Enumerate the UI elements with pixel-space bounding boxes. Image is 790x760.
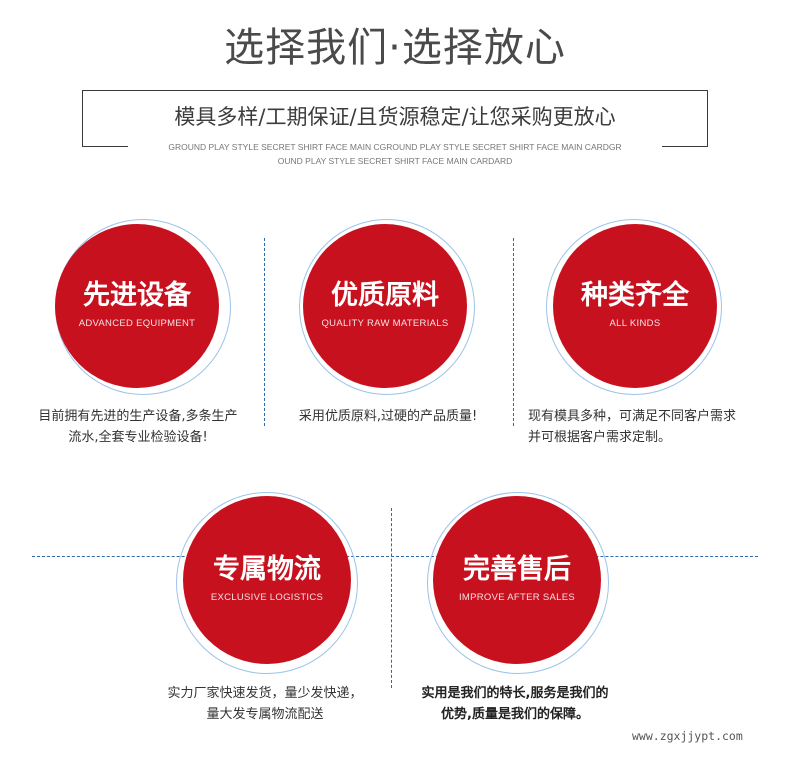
feature-description: 目前拥有先进的生产设备,多条生产 流水,全套专业检验设备! — [22, 406, 254, 448]
description-line: 并可根据客户需求定制。 — [528, 430, 672, 445]
description-line: 实用是我们的特长,服务是我们的 — [421, 686, 609, 701]
frame-divider-left — [82, 146, 128, 147]
description-line: 目前拥有先进的生产设备,多条生产 — [38, 409, 238, 424]
description-line: 采用优质原料,过硬的产品质量! — [298, 409, 478, 424]
feature-description: 采用优质原料,过硬的产品质量! — [270, 406, 506, 427]
description-line: 流水,全套专业检验设备! — [68, 430, 208, 445]
feature-title-en: IMPROVE AFTER SALES — [458, 591, 576, 603]
feature-description: 实用是我们的特长,服务是我们的 优势,质量是我们的保障。 — [400, 683, 630, 725]
feature-description: 实力厂家快速发货，量少发快递， 量大发专属物流配送 — [150, 683, 380, 725]
feature-advanced-equipment: 先进设备 ADVANCED EQUIPMENT — [55, 224, 219, 388]
divider-horizontal — [32, 556, 758, 557]
feature-title-cn: 完善售后 — [463, 553, 571, 585]
feature-title-en: ALL KINDS — [609, 317, 661, 329]
feature-title-cn: 先进设备 — [83, 279, 191, 311]
subtitle-frame — [82, 90, 708, 147]
frame-divider-right — [662, 146, 708, 147]
watermark: www.zgxjjypt.com — [632, 729, 743, 743]
feature-exclusive-logistics: 专属物流 EXCLUSIVE LOGISTICS — [183, 496, 351, 664]
feature-ring — [176, 492, 358, 674]
subtitle: 模具多样/工期保证/且货源稳定/让您采购更放心 — [174, 105, 616, 129]
feature-title-en: QUALITY RAW MATERIALS — [321, 317, 449, 329]
feature-ring — [427, 492, 609, 674]
divider-vertical-3 — [391, 508, 392, 688]
feature-ring — [299, 219, 475, 395]
description-line: 实力厂家快速发货，量少发快递， — [167, 686, 363, 701]
feature-title-cn: 种类齐全 — [581, 279, 689, 311]
english-tagline: GROUND PLAY STYLE SECRET SHIRT FACE MAIN… — [130, 140, 660, 168]
feature-improve-after-sales: 完善售后 IMPROVE AFTER SALES — [433, 496, 601, 664]
feature-quality-raw-materials: 优质原料 QUALITY RAW MATERIALS — [303, 224, 467, 388]
page-title: 选择我们·选择放心 — [224, 25, 566, 71]
feature-description: 现有模具多种，可满足不同客户需求 并可根据客户需求定制。 — [528, 406, 778, 448]
divider-vertical-2 — [513, 238, 514, 426]
feature-title-cn: 优质原料 — [331, 279, 439, 311]
feature-title-cn: 专属物流 — [213, 553, 321, 585]
feature-ring — [546, 219, 722, 395]
divider-vertical-1 — [264, 238, 265, 426]
feature-all-kinds: 种类齐全 ALL KINDS — [553, 224, 717, 388]
description-line: 现有模具多种，可满足不同客户需求 — [528, 409, 737, 424]
feature-title-en: EXCLUSIVE LOGISTICS — [210, 591, 324, 603]
description-line: 优势,质量是我们的保障。 — [441, 707, 589, 722]
description-line: 量大发专属物流配送 — [206, 707, 324, 722]
english-tagline-line2: OUND PLAY STYLE SECRET SHIRT FACE MAIN C… — [277, 156, 513, 166]
feature-title-en: ADVANCED EQUIPMENT — [78, 317, 196, 329]
english-tagline-line1: GROUND PLAY STYLE SECRET SHIRT FACE MAIN… — [168, 142, 622, 152]
